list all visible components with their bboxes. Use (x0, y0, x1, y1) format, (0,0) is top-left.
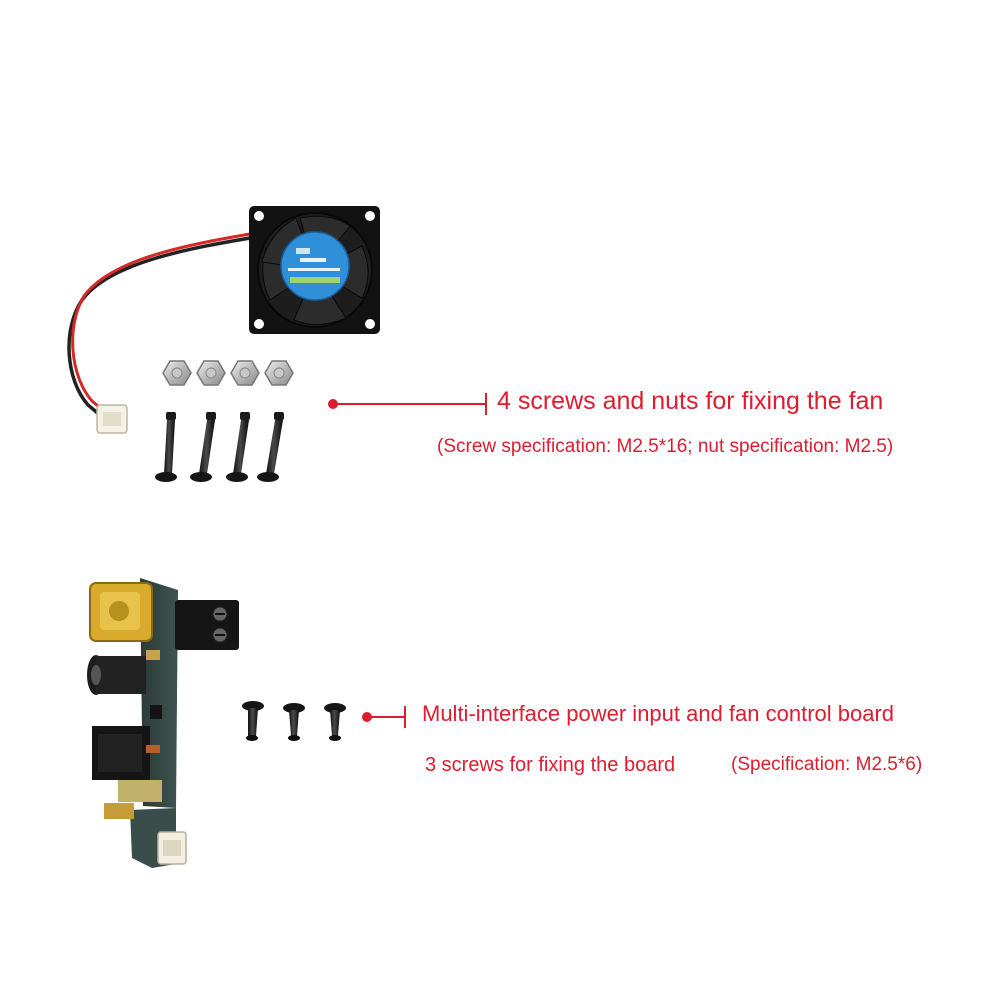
board-callout-line (362, 706, 406, 728)
fan-callout-spec: (Screw specification: M2.5*16; nut speci… (437, 436, 894, 457)
fan-callout-title: 4 screws and nuts for fixing the fan (497, 387, 884, 415)
fan-callout-line (328, 393, 487, 415)
board-callout-spec: (Specification: M2.5*6) (731, 754, 923, 775)
board-callout-screws: 3 screws for fixing the board (425, 754, 676, 776)
fan-image (67, 206, 380, 434)
board-callout-title: Multi-interface power input and fan cont… (422, 701, 895, 726)
fan-screws-image (155, 412, 284, 482)
control-board-image (87, 578, 239, 868)
board-screws-image (242, 701, 346, 741)
nuts-image (162, 360, 294, 386)
